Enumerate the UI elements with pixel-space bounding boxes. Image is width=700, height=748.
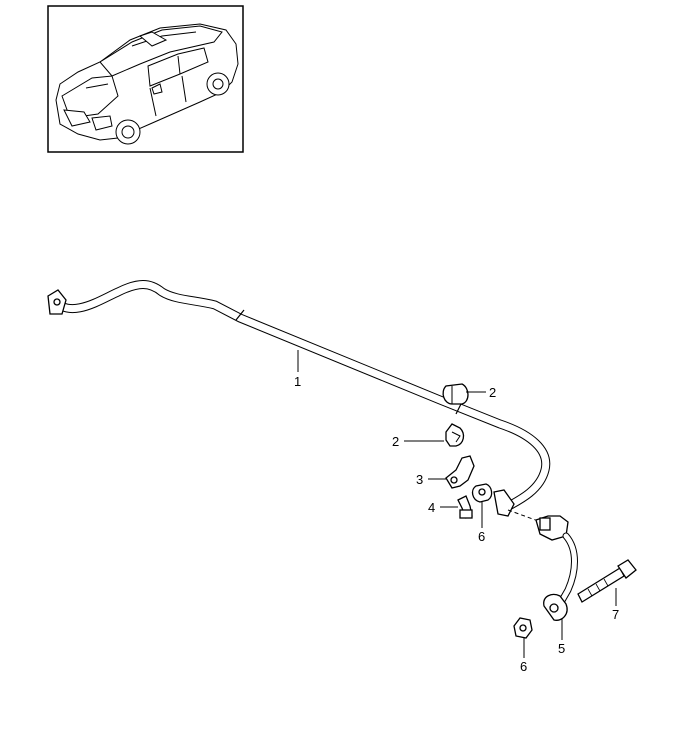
callout-2-upper: 2 [489, 385, 496, 400]
clamp-bolt [457, 495, 473, 519]
lower-nut [513, 617, 533, 639]
callout-4: 4 [428, 500, 435, 515]
leader-lines [297, 350, 617, 658]
retaining-clip [445, 423, 465, 447]
link-rod [535, 515, 578, 621]
alignment-line [507, 509, 553, 527]
callout-7: 7 [612, 607, 619, 622]
callout-3: 3 [416, 472, 423, 487]
callout-5: 5 [558, 641, 565, 656]
upper-bushing [471, 483, 493, 503]
bar-end-eye [493, 489, 515, 517]
vehicle-inset [47, 5, 244, 153]
callout-2-lower: 2 [392, 434, 399, 449]
clamp-bracket [445, 455, 475, 489]
callout-1: 1 [294, 374, 301, 389]
callouts: 1 2 2 3 4 6 5 6 7 [294, 374, 619, 674]
vehicle-illustration [55, 23, 239, 145]
callout-6-upper: 6 [478, 529, 485, 544]
stabilizer-bar [47, 280, 551, 513]
bar-bushing [442, 383, 469, 405]
callout-6-lower: 6 [520, 659, 527, 674]
long-bolt [577, 559, 637, 603]
